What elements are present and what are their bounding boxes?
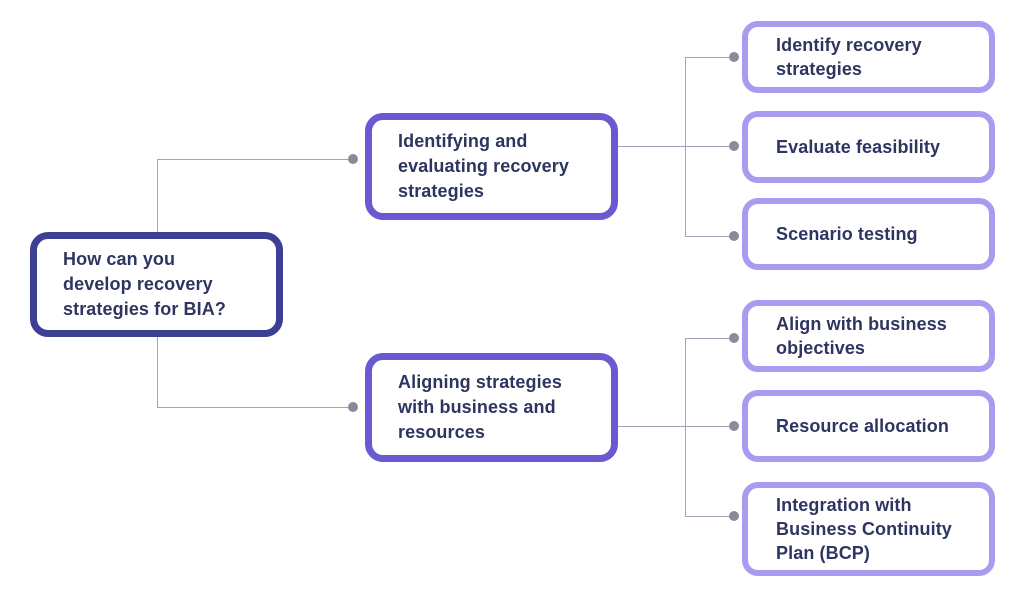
- connector-branch1-leaf3-stub: [685, 236, 730, 237]
- leaf-node-label: Resource allocation: [776, 416, 949, 436]
- connector-endpoint-dot: [729, 511, 739, 521]
- leaf-node-label: Integration with Business Continuity Pla…: [776, 495, 952, 563]
- connector-endpoint-dot: [729, 333, 739, 343]
- leaf-node-label: Align with business objectives: [776, 314, 947, 358]
- connector-branch2-trunk: [685, 338, 686, 516]
- connector-endpoint-dot: [729, 231, 739, 241]
- leaf-node-align-business-objectives[interactable]: Align with business objectives: [742, 300, 995, 372]
- leaf-node-identify-recovery-strategies[interactable]: Identify recovery strategies: [742, 21, 995, 93]
- leaf-node-resource-allocation[interactable]: Resource allocation: [742, 390, 995, 462]
- connector-root-branch2-horizontal: [157, 407, 348, 408]
- connector-branch2-leaf3-stub: [685, 516, 730, 517]
- connector-endpoint-dot: [729, 141, 739, 151]
- connector-root-branch1-vertical: [157, 159, 158, 232]
- connector-root-branch1-horizontal: [157, 159, 348, 160]
- root-node[interactable]: How can you develop recovery strategies …: [30, 232, 283, 337]
- connector-branch2-out: [615, 426, 730, 427]
- connector-branch1-out: [618, 146, 730, 147]
- leaf-node-evaluate-feasibility[interactable]: Evaluate feasibility: [742, 111, 995, 183]
- leaf-node-scenario-testing[interactable]: Scenario testing: [742, 198, 995, 270]
- connector-endpoint-dot: [729, 421, 739, 431]
- branch-node-aligning-strategies[interactable]: Aligning strategies with business and re…: [365, 353, 618, 462]
- leaf-node-label: Scenario testing: [776, 224, 918, 244]
- leaf-node-label: Identify recovery strategies: [776, 35, 922, 79]
- connector-endpoint-dot: [729, 52, 739, 62]
- leaf-node-label: Evaluate feasibility: [776, 137, 941, 157]
- branch-node-label: Identifying and evaluating recovery stra…: [398, 131, 569, 201]
- connector-branch2-leaf1-stub: [685, 338, 730, 339]
- connector-root-branch2-vertical: [157, 337, 158, 407]
- connector-endpoint-dot: [348, 402, 358, 412]
- branch-node-label: Aligning strategies with business and re…: [398, 372, 562, 442]
- branch-node-identifying-strategies[interactable]: Identifying and evaluating recovery stra…: [365, 113, 618, 220]
- leaf-node-integration-bcp[interactable]: Integration with Business Continuity Pla…: [742, 482, 995, 576]
- root-node-label: How can you develop recovery strategies …: [63, 249, 226, 319]
- connector-branch1-leaf1-stub: [685, 57, 730, 58]
- connector-endpoint-dot: [348, 154, 358, 164]
- connector-branch1-trunk: [685, 57, 686, 236]
